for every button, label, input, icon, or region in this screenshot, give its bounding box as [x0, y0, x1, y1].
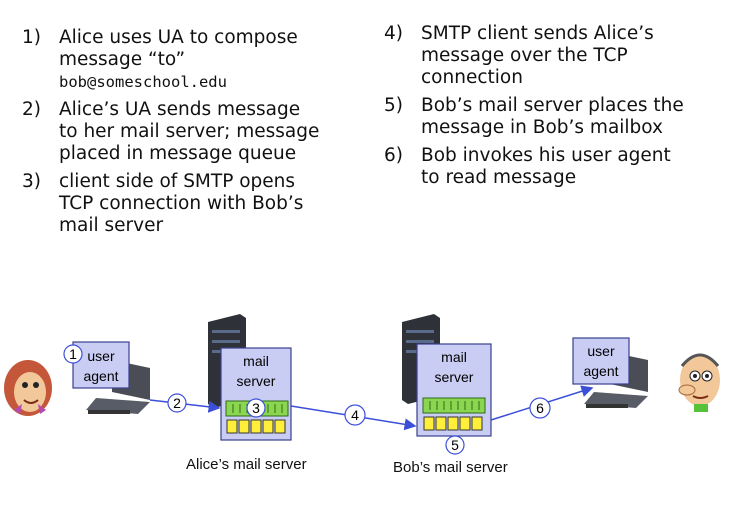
step-line: connection: [421, 67, 523, 88]
steps-left-column: 1) Alice uses UA to compose message “to”…: [22, 27, 362, 243]
step-number: 4): [384, 23, 403, 44]
step-line: to read message: [421, 167, 577, 188]
step-1: 1) Alice uses UA to compose message “to”…: [22, 27, 362, 93]
alice-ua-line2: agent: [83, 368, 118, 384]
bob-ua-line1: user: [587, 343, 615, 359]
step-5: 5) Bob’s mail server places the message …: [384, 95, 729, 139]
step-3: 3) client side of SMTP opens TCP connect…: [22, 171, 362, 237]
step-marker-6: 6: [529, 397, 551, 419]
bob-user-agent-box: user agent: [572, 337, 630, 385]
bob-server-line1: mail: [441, 349, 467, 365]
step-line: Alice’s UA sends message: [59, 99, 301, 120]
step-line: SMTP client sends Alice’s: [421, 23, 654, 44]
step-marker-5: 5: [445, 435, 465, 455]
step-line: message in Bob’s mailbox: [421, 117, 663, 138]
bob-mailboxes: [423, 416, 483, 431]
step-line: message “to”: [59, 49, 186, 70]
bob-server-caption: Bob’s mail server: [393, 459, 508, 476]
step-2: 2) Alice’s UA sends message to her mail …: [22, 99, 362, 165]
step-line: Bob’s mail server places the: [421, 95, 684, 116]
svg-text:3: 3: [252, 400, 260, 416]
alice-server-line2: server: [237, 373, 276, 389]
alice-icon: [4, 360, 52, 416]
svg-text:2: 2: [173, 395, 181, 411]
alice-server-caption: Alice’s mail server: [186, 456, 307, 473]
alice-ua-line1: user: [87, 348, 115, 364]
bob-ua-line2: agent: [583, 363, 618, 379]
step-number: 2): [22, 99, 41, 120]
step-line: client side of SMTP opens: [59, 171, 296, 192]
svg-text:4: 4: [351, 407, 359, 423]
svg-text:1: 1: [69, 346, 77, 362]
step-6: 6) Bob invokes his user agent to read me…: [384, 145, 729, 189]
step-marker-2: 2: [167, 393, 187, 413]
step-line: TCP connection with Bob’s: [59, 193, 304, 214]
step-number: 1): [22, 27, 41, 48]
step-line: Bob invokes his user agent: [421, 145, 671, 166]
step-number: 5): [384, 95, 403, 116]
svg-text:6: 6: [536, 400, 544, 416]
alice-user-agent-box: user agent: [72, 341, 130, 389]
step-marker-1: 1: [63, 344, 83, 364]
bob-server-line2: server: [435, 369, 474, 385]
step-line: to her mail server; message: [59, 121, 320, 142]
bob-message-queue: [422, 397, 486, 414]
svg-text:5: 5: [451, 437, 459, 453]
step-number: 6): [384, 145, 403, 166]
alice-mailboxes: [226, 419, 286, 434]
step-line: placed in message queue: [59, 143, 297, 164]
email-address: bob@someschool.edu: [59, 73, 227, 91]
bob-icon: [678, 353, 720, 412]
alice-server-line1: mail: [243, 353, 269, 369]
steps-right-column: 4) SMTP client sends Alice’s message ove…: [384, 23, 729, 195]
step-line: Alice uses UA to compose: [59, 27, 298, 48]
step-marker-3: 3: [246, 398, 266, 418]
step-marker-4: 4: [344, 404, 366, 426]
step-4: 4) SMTP client sends Alice’s message ove…: [384, 23, 729, 89]
step-line: mail server: [59, 215, 164, 236]
step-number: 3): [22, 171, 41, 192]
step-line: message over the TCP: [421, 45, 628, 66]
